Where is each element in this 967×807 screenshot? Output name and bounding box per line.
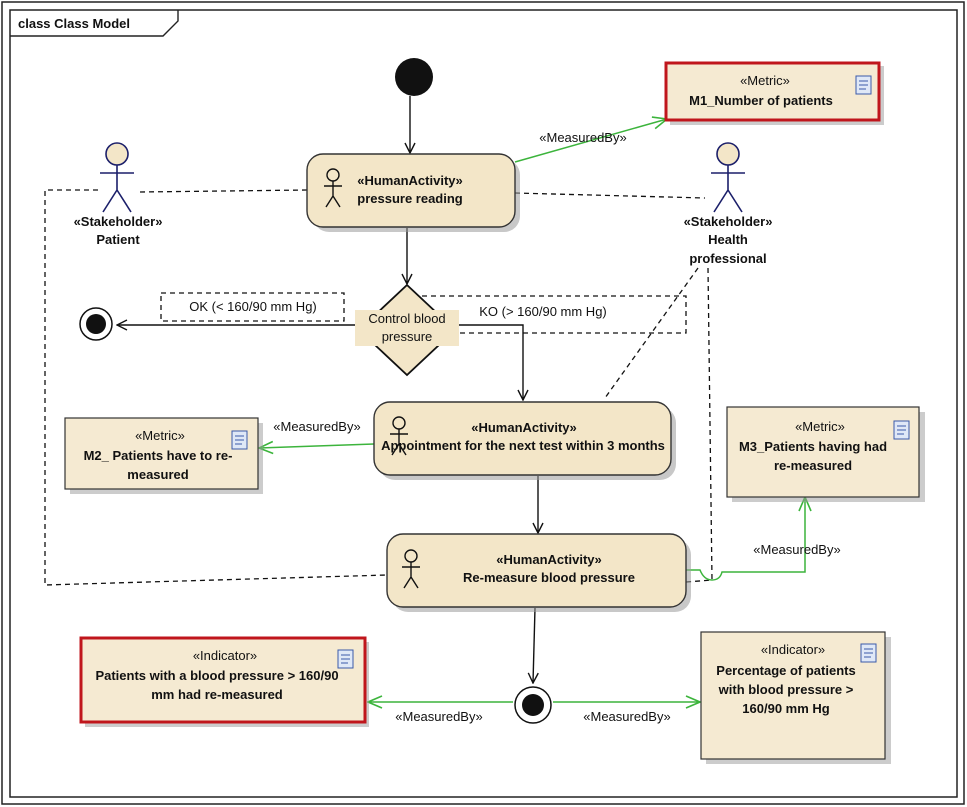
- actor-icon: [390, 416, 408, 456]
- ko-guard-box: [413, 295, 687, 334]
- measured-by-links: [259, 119, 805, 702]
- measured-by-label-m1: «MeasuredBy»: [539, 130, 627, 145]
- metric-m1-stereotype: «Metric»: [740, 73, 790, 88]
- flow-remeasure-to-final: [533, 607, 535, 683]
- stakeholder-patient-name: Patient: [96, 232, 140, 247]
- control-flows: [117, 96, 538, 683]
- dashed-associations: [44, 189, 713, 586]
- guard-ok-label: OK (< 160/90 mm Hg): [189, 299, 317, 314]
- measured-by-m3: [686, 497, 805, 581]
- metric-m2-name: M2_ Patients have to re-measured: [83, 448, 233, 482]
- document-icon: [231, 430, 248, 450]
- activity-appointment[interactable]: [373, 401, 672, 476]
- metric-m3-box[interactable]: [726, 406, 920, 498]
- stakeholder-figure-health-professional[interactable]: [711, 142, 745, 213]
- stakeholder-patient-stereotype: «Stakeholder»: [73, 214, 163, 229]
- patient-to-pressure-reading-line: [139, 189, 309, 193]
- metric-m1-box[interactable]: [664, 61, 881, 122]
- indicator-left-box[interactable]: [79, 636, 367, 724]
- actor-icon: [402, 549, 420, 589]
- frame-title: class Class Model: [18, 16, 130, 31]
- stakeholder-health-professional-name: Health professional: [689, 232, 767, 266]
- stakeholder-health-professional-stereotype: «Stakeholder»: [683, 214, 773, 229]
- metric-m2-stereotype: «Metric»: [135, 428, 185, 443]
- measured-by-m1: [514, 119, 667, 163]
- ok-guard-box: [160, 292, 345, 322]
- activity-pressure-reading-stereotype: «HumanActivity»: [357, 173, 463, 188]
- indicator-right-box[interactable]: [700, 631, 886, 760]
- indicator-right-name: Percentage of patients with blood pressu…: [716, 663, 856, 716]
- activity-re-measure-name: Re-measure blood pressure: [463, 570, 635, 585]
- stakeholder-figure-patient[interactable]: [100, 142, 134, 213]
- metric-m1-name: M1_Number of patients: [689, 93, 833, 108]
- activity-appointment-name: Appointment for the next test within 3 m…: [381, 438, 665, 453]
- metric-m3-name: M3_Patients having had re-measured: [738, 439, 888, 473]
- diagram-frame: [9, 9, 958, 798]
- measured-by-label-indicator-right: «MeasuredBy»: [583, 709, 671, 724]
- frame-title-tab: [10, 10, 179, 37]
- document-icons: [231, 75, 910, 669]
- document-icon: [855, 75, 872, 95]
- activity-appointment-stereotype: «HumanActivity»: [471, 420, 577, 435]
- measured-by-label-m3: «MeasuredBy»: [753, 542, 841, 557]
- decision-label: Control blood pressure: [355, 310, 459, 346]
- measured-by-label-indicator-left: «MeasuredBy»: [395, 709, 483, 724]
- metric-m2-box[interactable]: [64, 417, 259, 490]
- indicator-left-stereotype: «Indicator»: [192, 648, 258, 663]
- indicator-right-stereotype: «Indicator»: [760, 642, 826, 657]
- measured-by-m2: [259, 444, 375, 448]
- indicator-left-name: Patients with a blood pressure > 160/90 …: [95, 668, 339, 702]
- measured-by-label-m2: «MeasuredBy»: [273, 419, 361, 434]
- activity-pressure-reading-name: pressure reading: [357, 191, 463, 206]
- metric-m3-stereotype: «Metric»: [795, 419, 845, 434]
- pressure-reading-to-health-professional-line: [514, 192, 706, 199]
- actor-icons: [324, 168, 420, 589]
- initial-node[interactable]: [395, 58, 433, 96]
- flow-decision-to-appointment: [455, 324, 523, 400]
- actor-icon: [324, 168, 342, 208]
- guard-ko-label: KO (> 160/90 mm Hg): [479, 304, 607, 319]
- activity-re-measure[interactable]: [386, 533, 687, 608]
- document-icon: [893, 420, 910, 440]
- activity-final-node-bottom[interactable]: [514, 686, 552, 724]
- activity-final-node-left[interactable]: [79, 307, 113, 341]
- activity-pressure-reading[interactable]: [306, 153, 516, 228]
- document-icon: [337, 649, 354, 669]
- activity-re-measure-stereotype: «HumanActivity»: [496, 552, 602, 567]
- document-icon: [860, 643, 877, 663]
